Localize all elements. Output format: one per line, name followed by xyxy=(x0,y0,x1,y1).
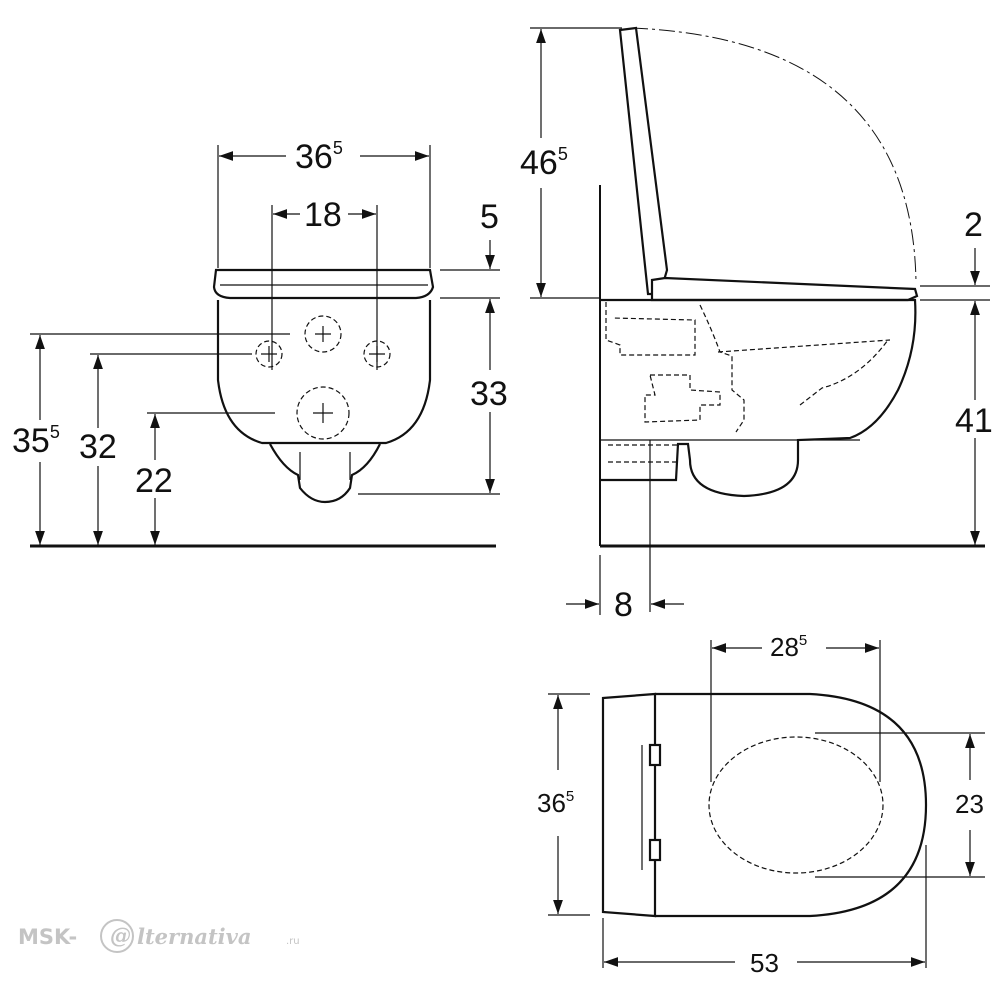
internal-bowl-curve xyxy=(799,339,889,406)
hinge-lower xyxy=(648,838,662,862)
watermark-prefix: MSK- xyxy=(18,925,77,949)
dim-lid-height-label: 465 xyxy=(520,144,568,182)
dim-front-bowl-label: 33 xyxy=(470,375,508,413)
side-view: 465 2 41 8 xyxy=(520,26,993,624)
hinge-upper xyxy=(648,743,662,767)
seat-opening xyxy=(708,736,884,874)
dim-seat-thickness-label: 2 xyxy=(964,206,983,244)
top-mounting-block xyxy=(601,692,657,918)
dim-top-width-label: 365 xyxy=(537,788,574,818)
dim-front-seat-label: 5 xyxy=(480,198,499,236)
front-foot xyxy=(269,443,381,504)
side-extension-lines xyxy=(530,27,990,612)
dim-wall-offset-label: 8 xyxy=(614,586,633,624)
dim-front-height-1-label: 355 xyxy=(12,422,60,460)
internal-channel-trap xyxy=(699,304,745,433)
watermark-at: @ xyxy=(110,923,131,948)
dim-front-height-2-label: 32 xyxy=(79,428,117,466)
front-foot-inner xyxy=(299,452,351,480)
hole-upper xyxy=(304,315,342,353)
watermark-at-ring xyxy=(100,919,134,953)
front-view: 365 18 5 33 355 32 22 xyxy=(12,138,508,548)
top-bowl xyxy=(655,692,928,918)
watermark: MSK- @ lternativa .ru xyxy=(18,919,300,953)
front-bowl xyxy=(216,300,432,445)
side-bowl xyxy=(600,298,917,498)
dim-length-label: 53 xyxy=(750,948,779,978)
front-seat xyxy=(212,268,435,300)
internal-outlet xyxy=(608,444,680,463)
internal-water-line xyxy=(717,339,891,353)
dim-opening-label: 23 xyxy=(955,789,984,819)
top-view: 285 365 23 53 xyxy=(537,632,985,978)
hole-left xyxy=(255,340,283,368)
dim-rim-height-label: 41 xyxy=(955,402,993,440)
front-extension-lines xyxy=(30,145,500,495)
side-seat xyxy=(650,276,919,302)
watermark-suffix: lternativa xyxy=(137,924,251,949)
dim-seat-width-label: 285 xyxy=(770,632,807,662)
dim-front-holes-label: 18 xyxy=(304,196,342,234)
dim-front-height-3-label: 22 xyxy=(135,462,173,500)
top-extension-lines xyxy=(548,640,985,968)
raised-lid xyxy=(618,26,669,296)
dim-front-width-label: 365 xyxy=(295,138,343,176)
internal-channel-lower xyxy=(644,374,721,423)
lid-swing-arc xyxy=(631,27,917,283)
watermark-domain: .ru xyxy=(286,936,300,947)
hole-outlet xyxy=(296,386,350,440)
internal-channel-upper xyxy=(605,302,696,356)
hole-crosses xyxy=(261,326,385,423)
